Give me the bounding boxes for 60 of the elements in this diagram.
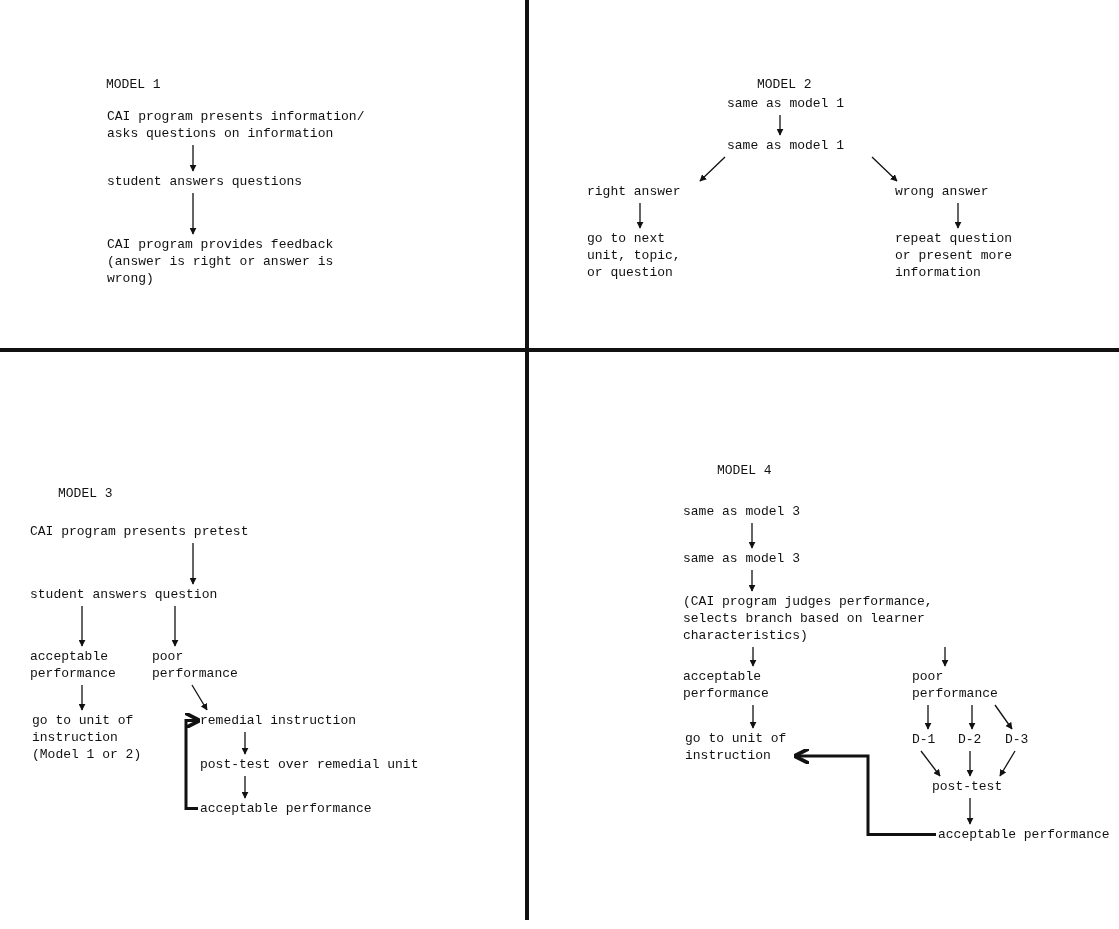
arrow xyxy=(748,522,756,549)
arrow xyxy=(968,704,976,730)
arrow xyxy=(183,711,202,810)
arrow xyxy=(941,646,949,667)
arrow xyxy=(191,684,208,711)
arrow xyxy=(920,750,941,777)
arrow xyxy=(189,192,197,235)
arrow xyxy=(241,775,249,799)
model-heading: MODEL 2 xyxy=(757,76,812,93)
arrow xyxy=(966,797,974,825)
arrow xyxy=(171,605,179,647)
arrow xyxy=(78,605,86,647)
arrow xyxy=(748,569,756,592)
step-text: right answer xyxy=(587,183,681,200)
step-text: CAI program presents pretest xyxy=(30,523,249,540)
step-text: same as model 1 xyxy=(727,137,845,154)
step-text: poor performance xyxy=(152,648,246,682)
step-text: student answers question xyxy=(30,586,218,603)
step-text: go to unit of instruction xyxy=(685,730,795,764)
arrow xyxy=(871,156,898,182)
step-text: D-3 xyxy=(1005,731,1029,748)
arrow xyxy=(189,144,197,172)
model-heading: MODEL 3 xyxy=(58,485,113,502)
arrow xyxy=(792,746,936,836)
step-text: same as model 1 xyxy=(727,95,845,112)
arrow xyxy=(749,704,757,729)
arrow xyxy=(749,646,757,667)
step-text: CAI program provides feedback (answer is right or answer is wrong) xyxy=(107,236,342,287)
arrow xyxy=(776,114,784,136)
step-text: CAI program presents information/ asks questions on information xyxy=(107,108,373,142)
step-text: wrong answer xyxy=(895,183,989,200)
step-text: post-test xyxy=(932,778,1003,795)
step-text: student answers questions xyxy=(107,173,303,190)
step-text: acceptable performance xyxy=(200,800,372,817)
arrow xyxy=(999,750,1016,777)
step-text: acceptable performance xyxy=(30,648,124,682)
arrow xyxy=(189,542,197,585)
step-text: acceptable performance xyxy=(938,826,1110,843)
arrow xyxy=(994,704,1013,730)
step-text: same as model 3 xyxy=(683,503,801,520)
step-text: (CAI program judges performance, selects branch based on learner characteristics) xyxy=(683,593,949,644)
step-text: remedial instruction xyxy=(200,712,357,729)
arrow xyxy=(241,731,249,755)
step-text: D-1 xyxy=(912,731,936,748)
model-heading: MODEL 4 xyxy=(717,462,772,479)
step-text: repeat question or present more information xyxy=(895,230,1020,281)
arrow xyxy=(78,684,86,711)
model-heading: MODEL 1 xyxy=(106,76,161,93)
step-text: acceptable performance xyxy=(683,668,777,702)
arrow xyxy=(924,704,932,730)
step-text: poor performance xyxy=(912,668,1006,702)
step-text: D-2 xyxy=(958,731,982,748)
arrow xyxy=(636,202,644,229)
step-text: go to next unit, topic, or question xyxy=(587,230,697,281)
step-text: same as model 3 xyxy=(683,550,801,567)
arrow xyxy=(699,156,726,182)
arrow xyxy=(954,202,962,229)
step-text: go to unit of instruction (Model 1 or 2) xyxy=(32,712,165,763)
arrow xyxy=(966,750,974,777)
step-text: post-test over remedial unit xyxy=(200,756,419,773)
